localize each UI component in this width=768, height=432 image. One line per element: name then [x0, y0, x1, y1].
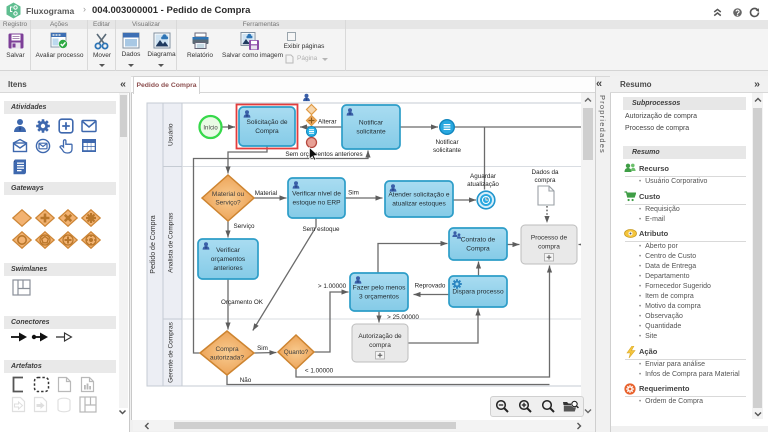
svg-text:Início: Início — [203, 125, 218, 131]
svg-text:> 1.00000: > 1.00000 — [318, 283, 347, 290]
svg-text:< 1.00000: < 1.00000 — [305, 368, 334, 375]
svg-text:Fazer pelo menos: Fazer pelo menos — [353, 285, 406, 292]
svg-text:Verificar: Verificar — [216, 247, 241, 254]
svg-text:Dispara processo: Dispara processo — [452, 289, 504, 296]
svg-text:estoque no ERP: estoque no ERP — [292, 200, 341, 207]
svg-text:Analista de Compras: Analista de Compras — [168, 212, 175, 273]
svg-text:solicitante: solicitante — [356, 129, 386, 136]
svg-text:Orçamento OK: Orçamento OK — [221, 299, 264, 306]
svg-text:> 25.00000: > 25.00000 — [387, 314, 419, 321]
svg-text:Alterar: Alterar — [318, 119, 337, 126]
svg-text:autorizada?: autorizada? — [210, 354, 244, 361]
svg-text:Pedido de Compra: Pedido de Compra — [150, 215, 157, 273]
svg-text:Sem orçamentos anteriores: Sem orçamentos anteriores — [285, 151, 362, 158]
svg-text:Dados da: Dados da — [532, 169, 559, 176]
svg-text:Serviço: Serviço — [234, 223, 255, 230]
svg-text:compra: compra — [538, 244, 560, 251]
svg-text:Sem estoque: Sem estoque — [302, 226, 340, 233]
svg-text:Usuário: Usuário — [168, 123, 175, 146]
svg-text:Atender solicitação e: Atender solicitação e — [388, 192, 450, 199]
svg-text:Quanto?: Quanto? — [284, 349, 309, 356]
svg-text:Compra: Compra — [466, 246, 490, 253]
svg-text:atualização: atualização — [467, 181, 499, 188]
svg-text:Solicitação de: Solicitação de — [246, 119, 287, 126]
svg-text:Notificar: Notificar — [435, 139, 458, 146]
svg-text:atualizar estoques: atualizar estoques — [392, 201, 446, 208]
svg-text:orçamentos: orçamentos — [211, 256, 246, 263]
svg-text:Gerente de Compras: Gerente de Compras — [168, 321, 175, 382]
svg-text:Material ou: Material ou — [212, 191, 245, 198]
svg-text:Material: Material — [255, 190, 277, 197]
svg-text:compra: compra — [535, 177, 556, 184]
svg-text:Processo de: Processo de — [531, 235, 568, 242]
svg-text:Sim: Sim — [257, 345, 268, 352]
svg-text:Contrato de: Contrato de — [461, 237, 496, 244]
svg-text:Autorização de: Autorização de — [358, 333, 402, 340]
svg-text:3 orçamentos: 3 orçamentos — [359, 294, 400, 301]
svg-text:Compra: Compra — [255, 128, 279, 135]
svg-text:Reprovado: Reprovado — [415, 283, 446, 290]
svg-text:Verificar nível de: Verificar nível de — [292, 191, 341, 198]
svg-text:Não: Não — [240, 377, 252, 384]
svg-text:Compra: Compra — [215, 346, 239, 353]
svg-text:Sim: Sim — [348, 190, 359, 197]
svg-text:Serviço?: Serviço? — [215, 199, 241, 206]
svg-text:Aguardar: Aguardar — [470, 173, 496, 180]
svg-text:anteriores: anteriores — [213, 265, 243, 272]
svg-text:compra: compra — [369, 342, 391, 349]
svg-text:solicitante: solicitante — [433, 147, 461, 154]
svg-text:Notificar: Notificar — [359, 120, 384, 127]
